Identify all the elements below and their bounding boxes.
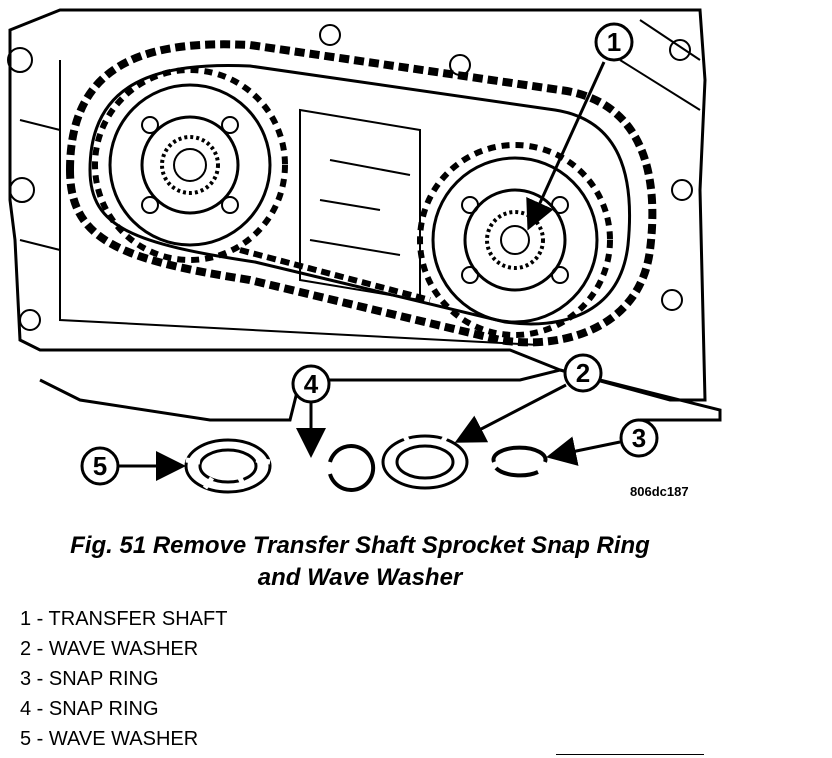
drive-chain (65, 40, 657, 347)
right-sprocket (417, 142, 613, 338)
part-5-wave-washer (184, 438, 272, 494)
part-2-wave-washer (381, 434, 469, 490)
svg-text:3: 3 (632, 423, 646, 453)
figure-caption: Fig. 51 Remove Transfer Shaft Sprocket S… (0, 530, 720, 594)
figure-reference-code: 806dc187 (630, 484, 689, 499)
part-4-snap-ring (328, 444, 376, 492)
parts-legend: 1 - TRANSFER SHAFT 2 - WAVE WASHER 3 - S… (20, 604, 227, 754)
callout-4: 4 (291, 364, 331, 458)
svg-text:2: 2 (576, 358, 590, 388)
transfer-case-housing (7, 8, 722, 422)
case-interior-details (239, 108, 431, 303)
caption-line-1: Fig. 51 Remove Transfer Shaft Sprocket S… (70, 532, 650, 559)
legend-item: 2 - WAVE WASHER (20, 638, 199, 660)
callout-5: 5 (80, 446, 186, 486)
callout-2: 2 (454, 353, 603, 443)
callout-3: 3 (546, 418, 659, 466)
legend-item: 1 - TRANSFER SHAFT (20, 608, 228, 630)
left-sprocket (92, 67, 288, 263)
svg-text:4: 4 (304, 369, 319, 399)
footer-divider (556, 754, 704, 755)
svg-text:1: 1 (607, 27, 621, 57)
legend-item: 4 - SNAP RING (20, 698, 159, 720)
legend-item: 5 - WAVE WASHER (20, 728, 199, 750)
svg-text:5: 5 (93, 451, 107, 481)
part-3-snap-ring (491, 445, 548, 478)
legend-item: 3 - SNAP RING (20, 668, 159, 690)
caption-line-2: and Wave Washer (257, 564, 463, 591)
transfer-case-illustration: 1 2 3 4 5 (7, 8, 722, 499)
callout-1: 1 (526, 22, 634, 231)
